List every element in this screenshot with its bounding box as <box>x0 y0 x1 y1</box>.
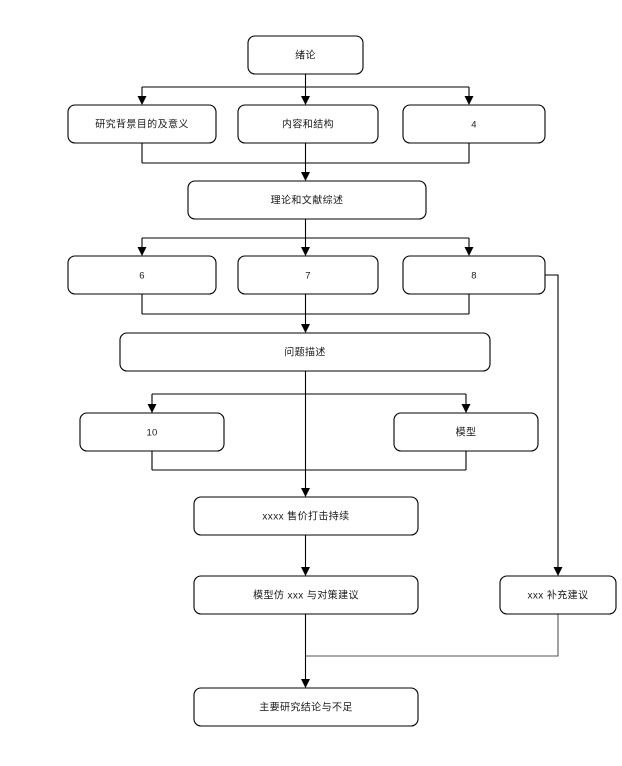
node-label-n3: 内容和结构 <box>282 118 334 131</box>
node-box-n1[interactable] <box>247 35 364 75</box>
node-n1[interactable]: 绪论 <box>247 35 364 75</box>
node-label-n2: 研究背景目的及意义 <box>95 118 189 131</box>
node-label-n11: 模型 <box>456 426 477 439</box>
node-label-n5: 理论和文献综述 <box>271 194 344 207</box>
node-box-n15[interactable] <box>193 687 419 727</box>
node-label-n9: 问题描述 <box>284 346 326 359</box>
arrow-n1-to-n3 <box>301 96 310 105</box>
arrow-n1-to-n4 <box>464 96 474 105</box>
node-label-n14: xxx 补充建议 <box>528 589 589 602</box>
node-box-n10[interactable] <box>79 412 225 452</box>
node-box-n13[interactable] <box>193 575 419 615</box>
node-box-n14[interactable] <box>499 575 617 615</box>
node-n2[interactable]: 研究背景目的及意义 <box>67 104 217 144</box>
arrow-n5-to-n8 <box>464 247 474 256</box>
arrow-n5-to-n6 <box>137 247 147 256</box>
node-n6[interactable]: 6 <box>67 255 217 295</box>
node-n3[interactable]: 内容和结构 <box>237 104 379 144</box>
node-box-n4[interactable] <box>402 104 546 144</box>
node-box-n7[interactable] <box>237 255 379 295</box>
arrow-n5-to-n7 <box>301 247 310 256</box>
edge-n1-fanout-bus <box>141 74 470 99</box>
node-n8[interactable]: 8 <box>402 255 546 295</box>
arrow-n9-to-n11 <box>461 404 471 413</box>
arrow-n9-to-n10 <box>147 404 157 413</box>
edge-n9-fanout-bus <box>151 371 467 407</box>
node-n14[interactable]: xxx 补充建议 <box>499 575 617 615</box>
edge-row2-merge-bus <box>141 294 470 327</box>
node-n9[interactable]: 问题描述 <box>119 332 491 372</box>
node-n4[interactable]: 4 <box>402 104 546 144</box>
arrow-n1-to-n2 <box>137 96 147 105</box>
arrow-row3-to-n12 <box>301 488 310 497</box>
node-n10[interactable]: 10 <box>79 412 225 452</box>
edge-row3-merge-bus <box>151 451 467 471</box>
node-label-n7: 7 <box>305 271 310 282</box>
node-n13[interactable]: 模型仿 xxx 与对策建议 <box>193 575 419 615</box>
node-box-n5[interactable] <box>187 180 427 220</box>
arrow-row1-to-n5 <box>301 172 310 181</box>
node-n7[interactable]: 7 <box>237 255 379 295</box>
node-box-n9[interactable] <box>119 332 491 372</box>
node-label-n4: 4 <box>471 120 476 131</box>
edge-n5-fanout-bus <box>141 219 470 250</box>
node-box-n2[interactable] <box>67 104 217 144</box>
node-box-n3[interactable] <box>237 104 379 144</box>
node-layer: 绪论 研究背景目的及意义 内容和结构 4 理论和文献综述 6 <box>67 35 617 727</box>
arrow-n13-to-n15 <box>301 679 310 688</box>
node-n12[interactable]: xxxx 售价打击持续 <box>193 496 419 536</box>
arrow-n12-to-n13 <box>301 567 310 576</box>
edge-n8-side-route <box>545 274 559 570</box>
connector-layer <box>137 74 563 688</box>
node-box-n11[interactable] <box>393 412 539 452</box>
node-label-n8: 8 <box>471 271 476 282</box>
node-n5[interactable]: 理论和文献综述 <box>187 180 427 220</box>
edge-row1-merge-bus <box>141 143 470 175</box>
node-label-n10: 10 <box>147 428 158 439</box>
node-n11[interactable]: 模型 <box>393 412 539 452</box>
arrow-n8-to-n14 <box>553 567 563 576</box>
node-label-n12: xxxx 售价打击持续 <box>262 510 349 523</box>
node-label-n6: 6 <box>139 271 144 282</box>
node-box-n12[interactable] <box>193 496 419 536</box>
node-label-n1: 绪论 <box>295 49 316 62</box>
arrow-row2-to-n9 <box>301 324 310 333</box>
node-box-n8[interactable] <box>402 255 546 295</box>
node-label-n13: 模型仿 xxx 与对策建议 <box>253 589 359 602</box>
node-n15[interactable]: 主要研究结论与不足 <box>193 687 419 727</box>
node-label-n15: 主要研究结论与不足 <box>259 701 353 714</box>
node-box-n6[interactable] <box>67 255 217 295</box>
edge-n14-merge-left <box>305 614 559 657</box>
